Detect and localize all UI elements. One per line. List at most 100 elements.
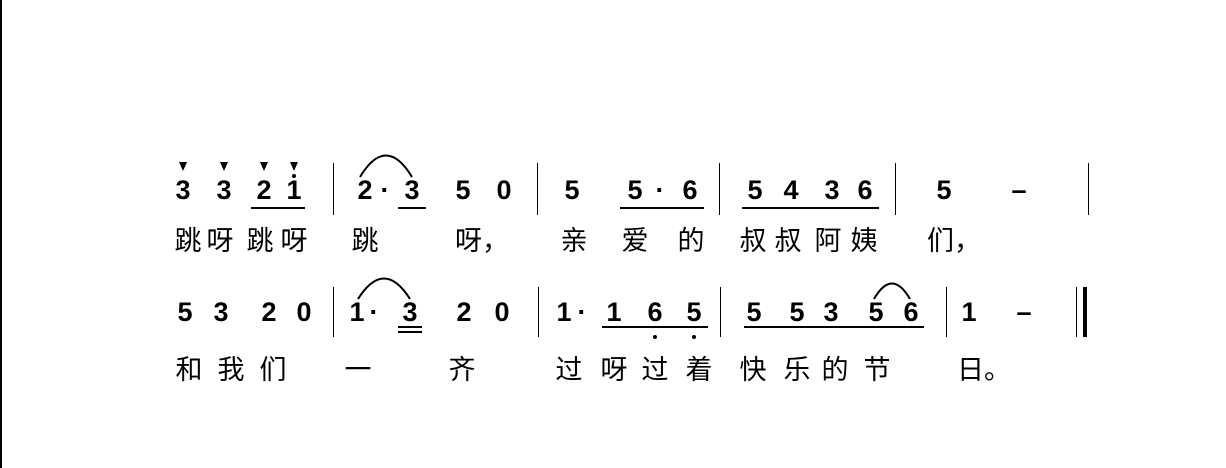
lyric-syllable: 过	[555, 355, 583, 386]
staccato-mark	[179, 162, 187, 171]
underline-beam	[398, 326, 422, 328]
underline-beam	[398, 331, 422, 333]
note: 1	[556, 297, 572, 327]
underline-beam	[744, 326, 924, 328]
dash-extension: –	[1016, 297, 1032, 327]
final-bar-line-thin	[1076, 287, 1077, 337]
staccato-mark	[220, 162, 228, 171]
underline-beam	[398, 207, 426, 209]
augmentation-dot: ·	[380, 175, 390, 205]
note: 0	[296, 297, 312, 327]
augmentation-dot: ·	[577, 297, 587, 327]
octave-dot-low	[692, 335, 696, 339]
staff-line-1: 3 3 2 1 2 · 3 5 0 5 5 · 6 5 4 3 6 5 –	[2, 175, 1226, 207]
note: 0	[494, 297, 510, 327]
note: 5	[747, 175, 763, 205]
note: 2	[261, 297, 277, 327]
lyric-syllable: 呀	[280, 226, 308, 257]
final-bar-line-thick	[1083, 287, 1087, 337]
lyric-syllable: 呀	[206, 226, 234, 257]
lyrics-line-2: 和 我 们 一 齐 过 呀 过 着 快 乐 的 节 日。	[2, 355, 1226, 391]
lyric-syllable: 乐	[783, 355, 811, 386]
note: 1	[961, 297, 977, 327]
lyric-syllable: 呀	[600, 355, 628, 386]
note: 6	[857, 175, 873, 205]
note: 1	[606, 297, 622, 327]
bar-line	[1088, 163, 1089, 215]
staccato-mark	[290, 162, 298, 171]
note: 3	[216, 175, 232, 205]
lyric-syllable: 们，	[927, 226, 981, 257]
note: 6	[903, 297, 919, 327]
note: 3	[404, 175, 420, 205]
slur-mark	[359, 154, 413, 178]
note: 2	[456, 297, 472, 327]
staccato-mark	[260, 162, 268, 171]
note: 1	[349, 297, 365, 327]
lyric-syllable: 着	[685, 355, 713, 386]
note: 5	[746, 297, 762, 327]
lyric-syllable: 爱	[621, 226, 649, 257]
augmentation-dot: ·	[655, 175, 665, 205]
lyric-syllable: 亲	[560, 226, 588, 257]
note: 3	[175, 175, 191, 205]
lyric-syllable: 们	[259, 355, 287, 386]
bar-line	[537, 163, 538, 215]
note: 3	[402, 297, 418, 327]
note: 6	[682, 175, 698, 205]
bar-line	[946, 287, 947, 337]
note: 2	[256, 175, 272, 205]
lyric-syllable: 阿	[814, 226, 842, 257]
underline-beam	[742, 207, 879, 209]
note: 5	[936, 175, 952, 205]
bar-line	[333, 287, 334, 337]
lyric-syllable: 姨	[850, 226, 878, 257]
note: 3	[824, 175, 840, 205]
octave-dot-high	[292, 174, 296, 178]
underline-beam	[602, 326, 708, 328]
lyric-syllable: 的	[821, 355, 849, 386]
bar-line	[720, 287, 721, 337]
note: 1	[286, 175, 302, 205]
lyric-syllable: 日。	[957, 355, 1011, 386]
lyric-syllable: 过	[641, 355, 669, 386]
lyric-syllable: 的	[677, 226, 705, 257]
note: 5	[868, 297, 884, 327]
underline-beam	[620, 207, 704, 209]
lyric-syllable: 叔	[774, 226, 802, 257]
note: 5	[686, 297, 702, 327]
bar-line	[895, 163, 896, 215]
note: 5	[564, 175, 580, 205]
note: 4	[783, 175, 799, 205]
lyric-syllable: 快	[739, 355, 767, 386]
lyric-syllable: 跳	[174, 226, 202, 257]
note: 5	[177, 297, 193, 327]
note: 0	[496, 175, 512, 205]
lyric-syllable: 节	[863, 355, 891, 386]
lyric-syllable: 呀，	[455, 226, 509, 257]
bar-line	[719, 163, 720, 215]
note: 5	[789, 297, 805, 327]
bar-line	[538, 287, 539, 337]
lyric-syllable: 跳	[246, 226, 274, 257]
lyrics-line-1: 跳 呀 跳 呀 跳 呀， 亲 爱 的 叔 叔 阿 姨 们，	[2, 226, 1226, 262]
lyric-syllable: 叔	[739, 226, 767, 257]
underline-beam	[251, 207, 305, 209]
octave-dot-low	[653, 335, 657, 339]
lyric-syllable: 齐	[448, 355, 476, 386]
lyric-syllable: 一	[344, 355, 372, 386]
note: 2	[357, 175, 373, 205]
note: 3	[823, 297, 839, 327]
augmentation-dot: ·	[369, 297, 379, 327]
lyric-syllable: 跳	[351, 226, 379, 257]
note: 5	[455, 175, 471, 205]
lyric-syllable: 我	[217, 355, 245, 386]
slur-mark	[357, 277, 411, 300]
dash-extension: –	[1011, 175, 1027, 205]
note: 5	[627, 175, 643, 205]
staff-line-2: 5 3 2 0 1 · 3 2 0 1 · 1 6 5 5 5 3 5 6 1 …	[2, 297, 1226, 329]
note: 3	[213, 297, 229, 327]
lyric-syllable: 和	[175, 355, 203, 386]
note: 6	[647, 297, 663, 327]
